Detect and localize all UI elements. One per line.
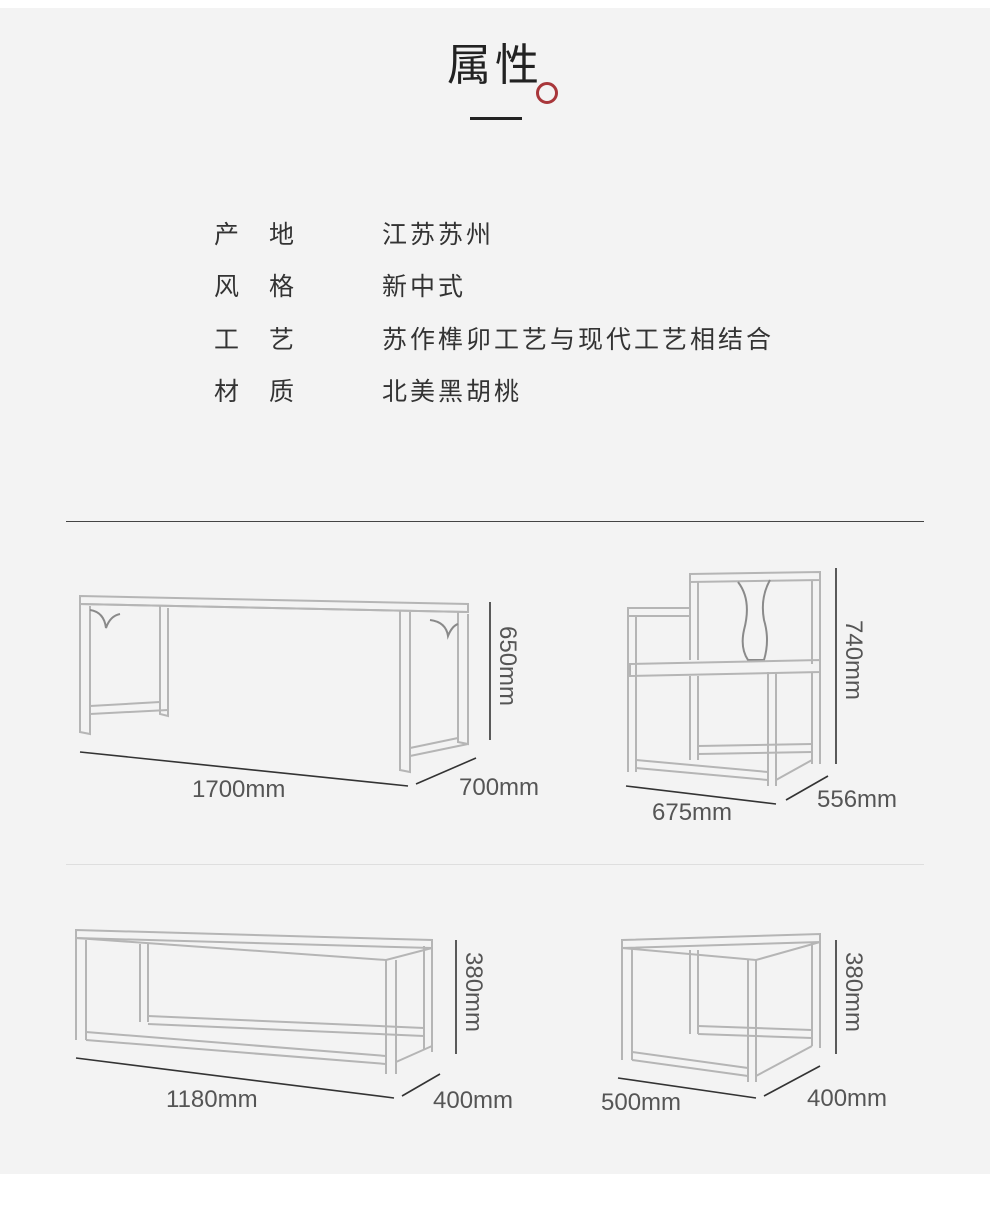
side-table-drawing xyxy=(617,932,837,1099)
side-table-length-label: 500mm xyxy=(601,1089,681,1116)
chair-length-label: 675mm xyxy=(652,799,732,826)
section-divider xyxy=(66,521,924,522)
chair-drawing xyxy=(625,568,837,805)
long-tea-table-depth-label: 400mm xyxy=(433,1087,513,1114)
red-circle-icon xyxy=(536,82,558,104)
attr-value-craft: 苏作榫卯工艺与现代工艺相结合 xyxy=(382,325,775,354)
long-tea-table-length-label: 1180mm xyxy=(166,1086,258,1113)
side-table-depth-label: 400mm xyxy=(807,1085,887,1112)
table-length-label: 1700mm xyxy=(192,776,285,803)
table-depth-label: 700mm xyxy=(459,774,539,801)
table-drawing xyxy=(79,594,491,787)
long-tea-table-drawing xyxy=(75,928,457,1099)
attr-label-style: 风格 xyxy=(214,272,325,301)
attributes-panel xyxy=(0,8,990,1174)
chair-height-label: 740mm xyxy=(840,620,867,700)
attr-label-craft: 工艺 xyxy=(214,325,325,354)
long-tea-table-height-label: 380mm xyxy=(460,952,487,1032)
attr-value-material: 北美黑胡桃 xyxy=(382,377,523,406)
attr-label-material: 材质 xyxy=(214,377,325,406)
section-title: 属性 xyxy=(447,40,543,91)
attr-value-origin: 江苏苏州 xyxy=(382,220,495,249)
title-underline xyxy=(470,117,522,120)
attr-value-style: 新中式 xyxy=(382,272,467,301)
chair-depth-label: 556mm xyxy=(817,786,897,813)
table-height-label: 650mm xyxy=(494,626,521,706)
attr-label-origin: 产地 xyxy=(214,220,325,249)
row-divider xyxy=(66,864,924,865)
side-table-height-label: 380mm xyxy=(840,952,867,1032)
